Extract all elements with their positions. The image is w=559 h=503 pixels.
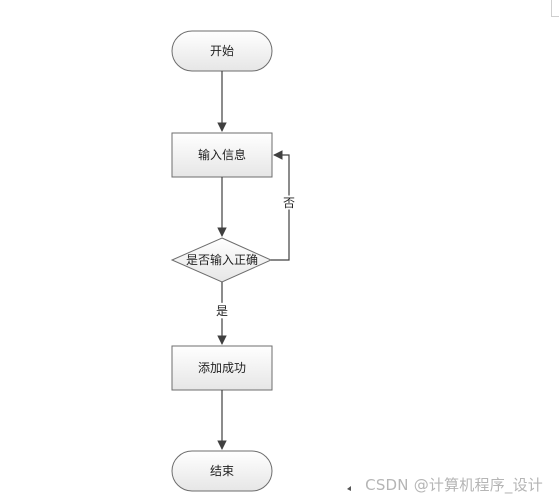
start-node: 开始 — [171, 30, 273, 72]
success-node-label: 添加成功 — [198, 361, 246, 375]
end-node: 结束 — [171, 450, 273, 492]
input-node: 输入信息 — [171, 132, 273, 178]
decision-node: 是否输入正确 — [170, 237, 273, 283]
edge-no-label: 否 — [283, 196, 295, 210]
input-node-label: 输入信息 — [198, 147, 246, 162]
decision-node-label: 是否输入正确 — [186, 252, 258, 267]
cursor-mark-icon — [347, 486, 351, 491]
end-node-label: 结束 — [210, 464, 234, 478]
edge-yes-label: 是 — [216, 304, 228, 318]
watermark: CSDN @计算机程序_设计 — [365, 476, 543, 494]
success-node: 添加成功 — [171, 345, 273, 391]
start-node-label: 开始 — [210, 44, 234, 58]
window-corner-mark — [551, 0, 559, 17]
edge-decision-no-loop — [271, 150, 290, 261]
